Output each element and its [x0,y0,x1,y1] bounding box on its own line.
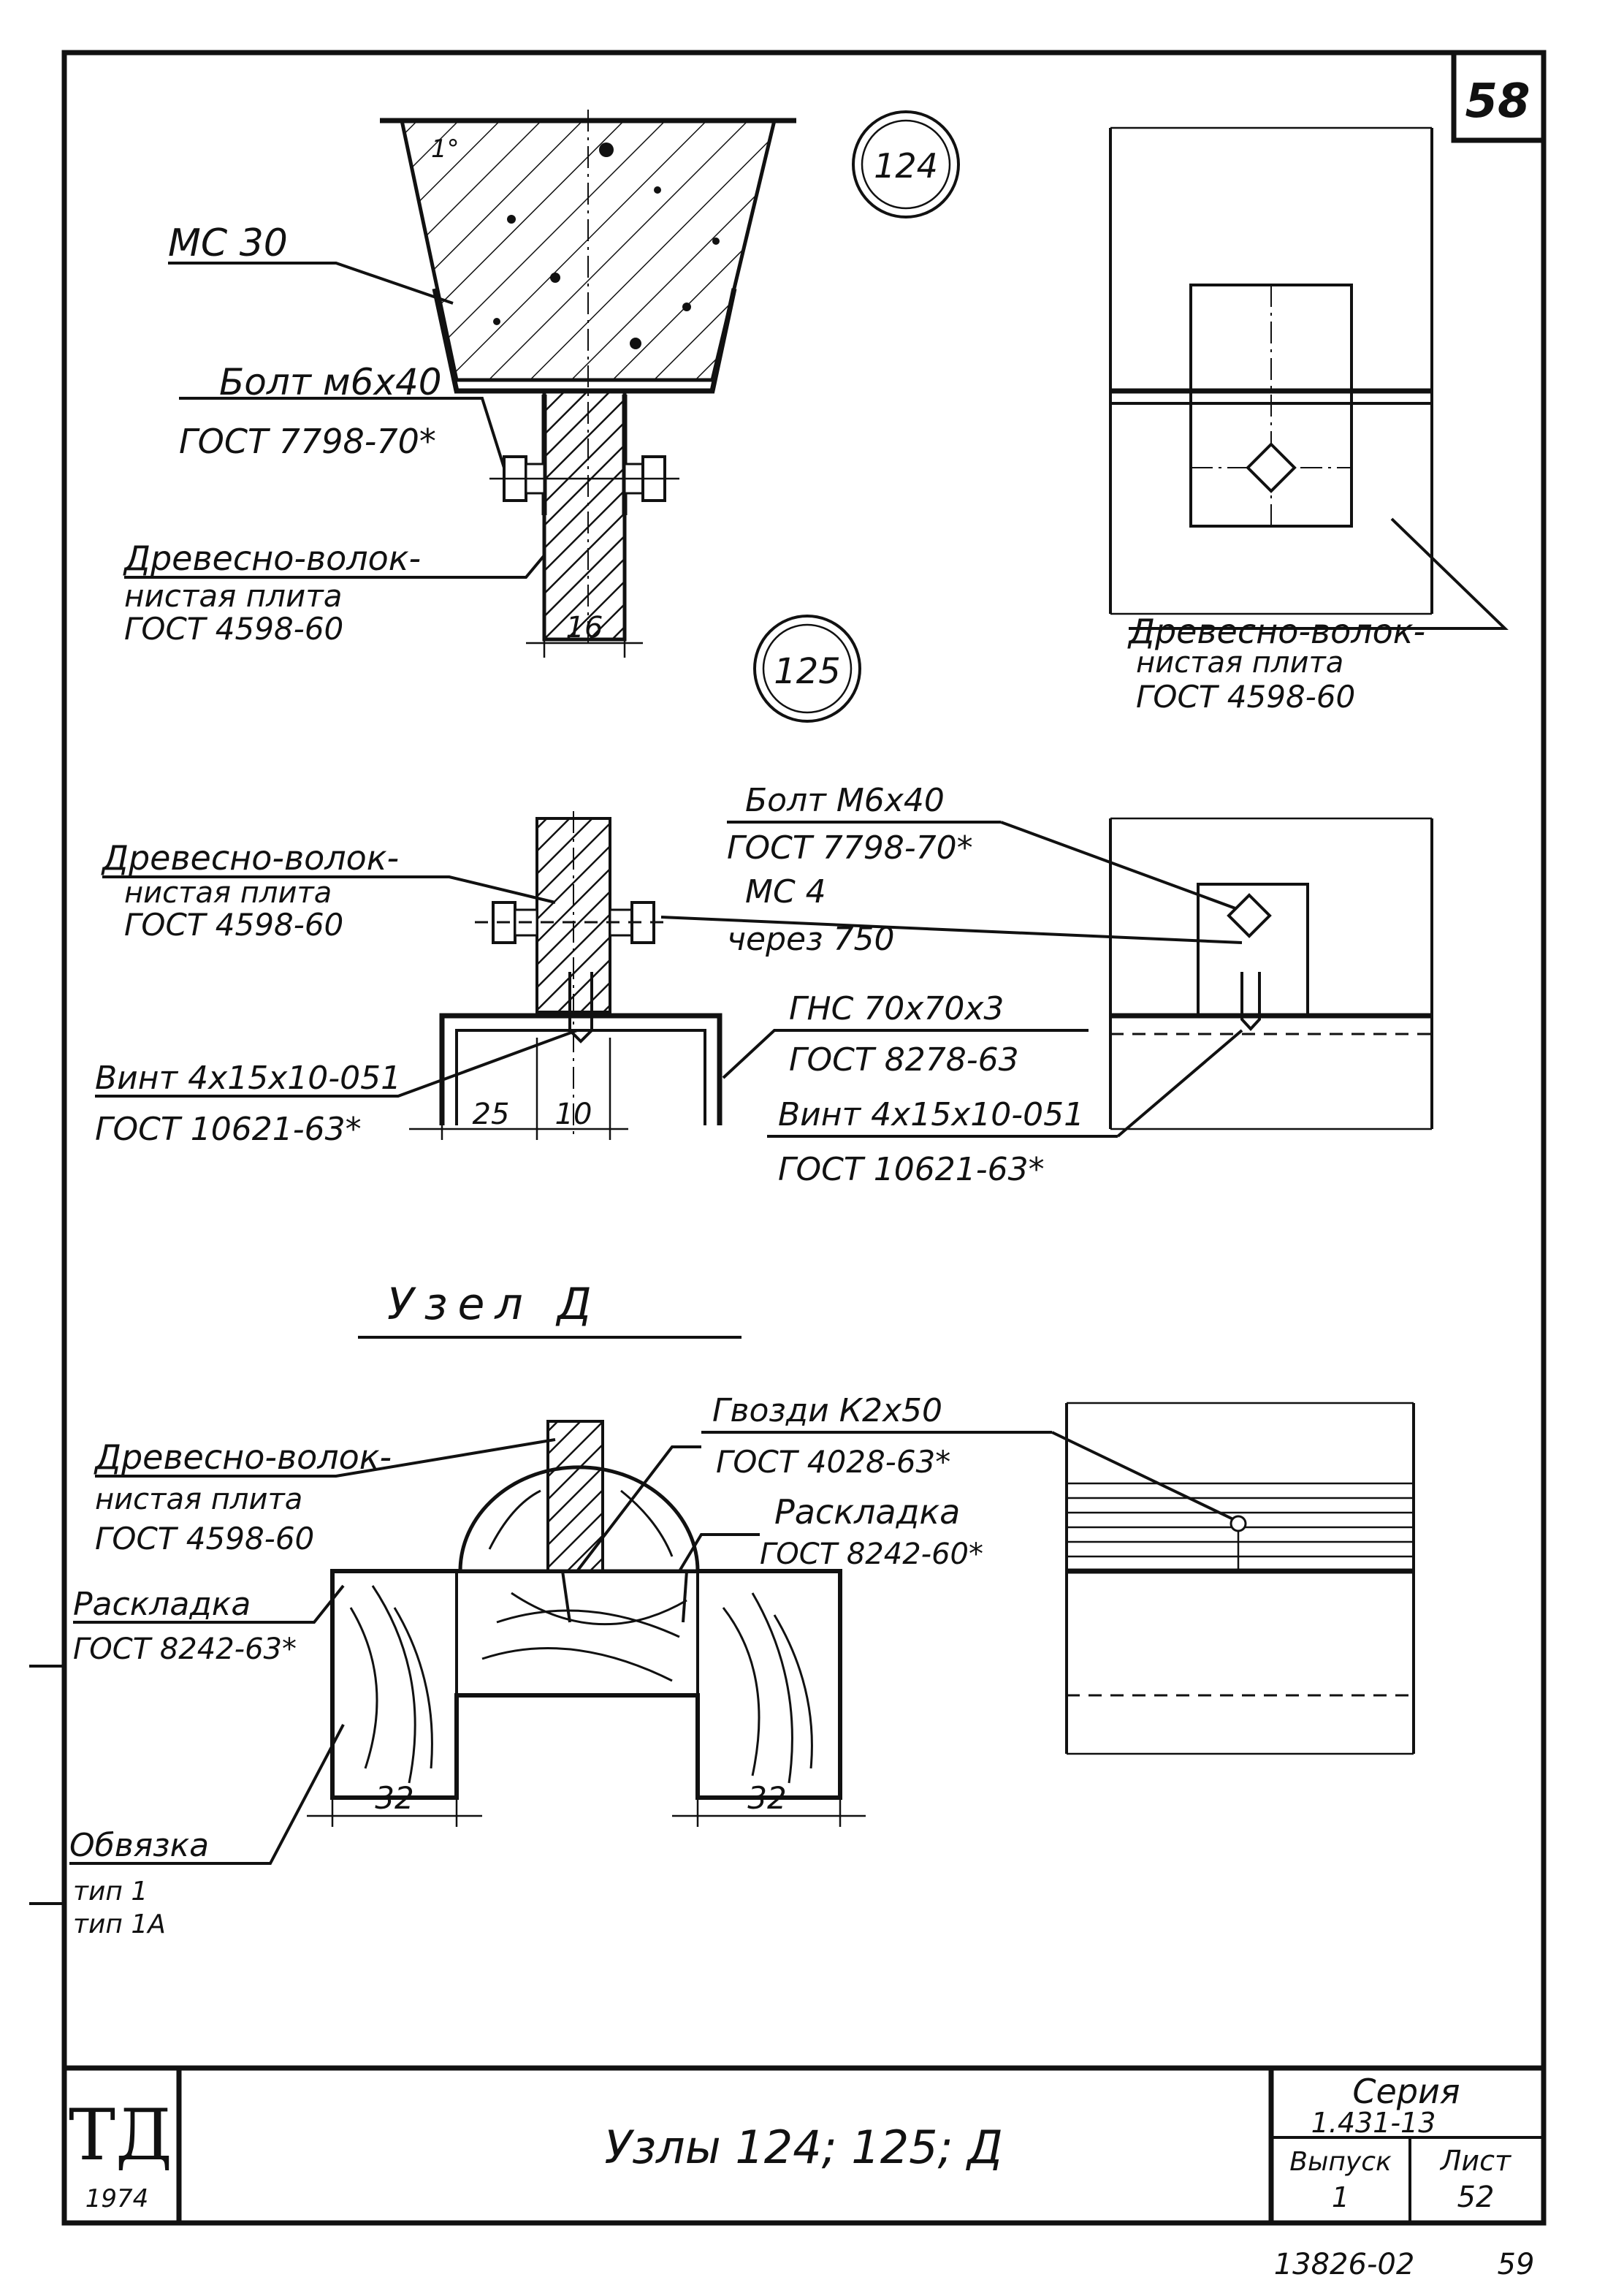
node-125-section: 25 10 Древесно-волок- нистая плита ГОСТ … [95,811,789,1148]
label-board-gost: ГОСТ 4598-60 [124,611,343,647]
leader-frame [69,1724,345,1865]
label-frame-type-1: тип 1 [73,1877,148,1907]
label-bolt-gost: ГОСТ 7798-70* [727,829,973,867]
dim-32-left: 32 [375,1780,413,1816]
sheet-value: 52 [1457,2181,1495,2214]
sheet-number: 58 [1465,75,1530,129]
label-frame: Обвязка [69,1827,209,1864]
leader-screw [95,1029,578,1098]
dim-25: 25 [473,1098,510,1131]
profile-gns [439,1013,723,1125]
label-screw-right: Винт 4х15х10-051 [778,1096,1084,1133]
leader-strip-left [73,1584,345,1624]
issue-value: 1 [1332,2181,1349,2213]
title-year: 1974 [85,2184,149,2213]
leader-ms30 [168,262,454,305]
label-side-board-1: Древесно-волок- [1127,612,1425,651]
leader-board [102,875,556,904]
leader-board [124,554,546,579]
label-profile: ГНС 70х70х3 [789,990,1004,1027]
label-board-gost: ГОСТ 4598-60 [95,1521,314,1556]
nail-head-icon [1230,1515,1247,1532]
label-ms30: МС 30 [168,221,288,265]
series-label: Серия [1352,2072,1460,2111]
leader-bolt [179,397,506,468]
sheet-number-box [1451,50,1547,143]
sheet-label: Лист [1439,2145,1512,2177]
node-125-number: 125 [774,651,841,692]
node-d-side-view [1065,1402,1415,1755]
drawing-title: Узлы 124; 125; Д [604,2121,1002,2174]
leader-bolt [1000,821,1250,915]
dim-32-right: 32 [747,1780,786,1816]
leader-board [95,1438,556,1478]
bolt-hole-icon [1227,893,1272,938]
node-125-marker [753,615,861,723]
wood-grain [349,1489,813,1784]
series-value: 1.431-13 [1311,2107,1436,2139]
label-strip-right: Раскладка [774,1492,960,1532]
label-bolt-gost: ГОСТ 7798-70* [179,422,436,461]
label-screw-left: Винт 4х15х10-051 [95,1060,401,1097]
org-mark: ТД [69,2094,172,2176]
page-number: 59 [1498,2248,1535,2281]
label-frame-type-2: тип 1А [73,1909,166,1939]
label-board-gost: ГОСТ 4598-60 [124,907,343,943]
label-bolt: Болт м6х40 [219,361,442,403]
dim-10: 10 [555,1098,592,1131]
label-side-board-gost: ГОСТ 4598-60 [1136,679,1355,715]
leader-screw-right [1116,1029,1243,1138]
label-board-2: нистая плита [124,876,332,910]
label-screw-left-gost: ГОСТ 10621-63* [95,1111,362,1148]
frame-obvyazka [330,1569,842,1800]
dim-16: 16 [566,611,603,645]
label-ms4: МС 4 [745,873,826,911]
label-nails-gost: ГОСТ 4028-63* [716,1444,950,1480]
label-board-2: нистая плита [95,1483,302,1516]
sheet-frame [61,50,1547,2226]
label-board-1: Древесно-волок- [123,539,421,578]
label-strip-left: Раскладка [73,1586,251,1623]
title-block: ТД 1974 Узлы 124; 125; Д Серия 1.431-13 … [64,2065,1544,2223]
label-screw-right-gost: ГОСТ 10621-63* [778,1151,1045,1188]
label-bolt: Болт М6х40 [745,782,945,819]
label-profile-gost: ГОСТ 8278-63 [789,1041,1019,1079]
label-side-board-2: нистая плита [1136,646,1343,680]
label-board-1: Древесно-волок- [101,838,399,878]
fibreboard-plate [546,1420,604,1573]
label-board-2: нистая плита [124,578,342,614]
node-d-callouts: Гвозди К2х50 ГОСТ 4028-63* Раскладка ГОС… [701,1392,1235,1571]
screw [568,972,593,1044]
node-124-number: 124 [874,146,938,186]
node-d-title: Узел Д [387,1279,602,1330]
slope-mark: 1° [431,134,460,164]
fibreboard-plate [535,817,611,1014]
node-124-marker [852,110,960,218]
fibreboard-plate [542,389,627,642]
node-d-section: 32 32 Древесно-волок- нистая плита ГОСТ … [69,1420,866,1939]
label-strip-right-gost: ГОСТ 8242-60* [760,1537,983,1571]
node-124-section: 16 1° МС 30 Болт м6х40 ГОСТ 7798-70* Дре… [123,110,796,658]
node-125-side-view [1109,817,1433,1130]
screw [1240,972,1261,1031]
leader-nails-side [1051,1431,1235,1521]
concrete-specks [493,142,720,349]
bolt-hole-icon [1246,442,1297,493]
leader-nails [576,1445,701,1573]
issue-label: Выпуск [1289,2147,1392,2177]
leader-side-board [1129,517,1509,630]
label-strip-left-gost: ГОСТ 8242-63* [73,1632,297,1666]
node-125-callouts: Болт М6х40 ГОСТ 7798-70* МС 4 через 750 … [660,782,1250,1188]
label-ms4-step: через 750 [727,921,894,958]
node-124-side-view: Древесно-волок- нистая плита ГОСТ 4598-6… [1109,126,1509,715]
leader-ms4 [660,916,1243,944]
leader-strip-right [678,1533,760,1573]
doc-code: 13826-02 [1274,2248,1415,2281]
label-nails: Гвозди К2х50 [712,1392,942,1429]
label-board-1: Древесно-волок- [94,1437,392,1477]
